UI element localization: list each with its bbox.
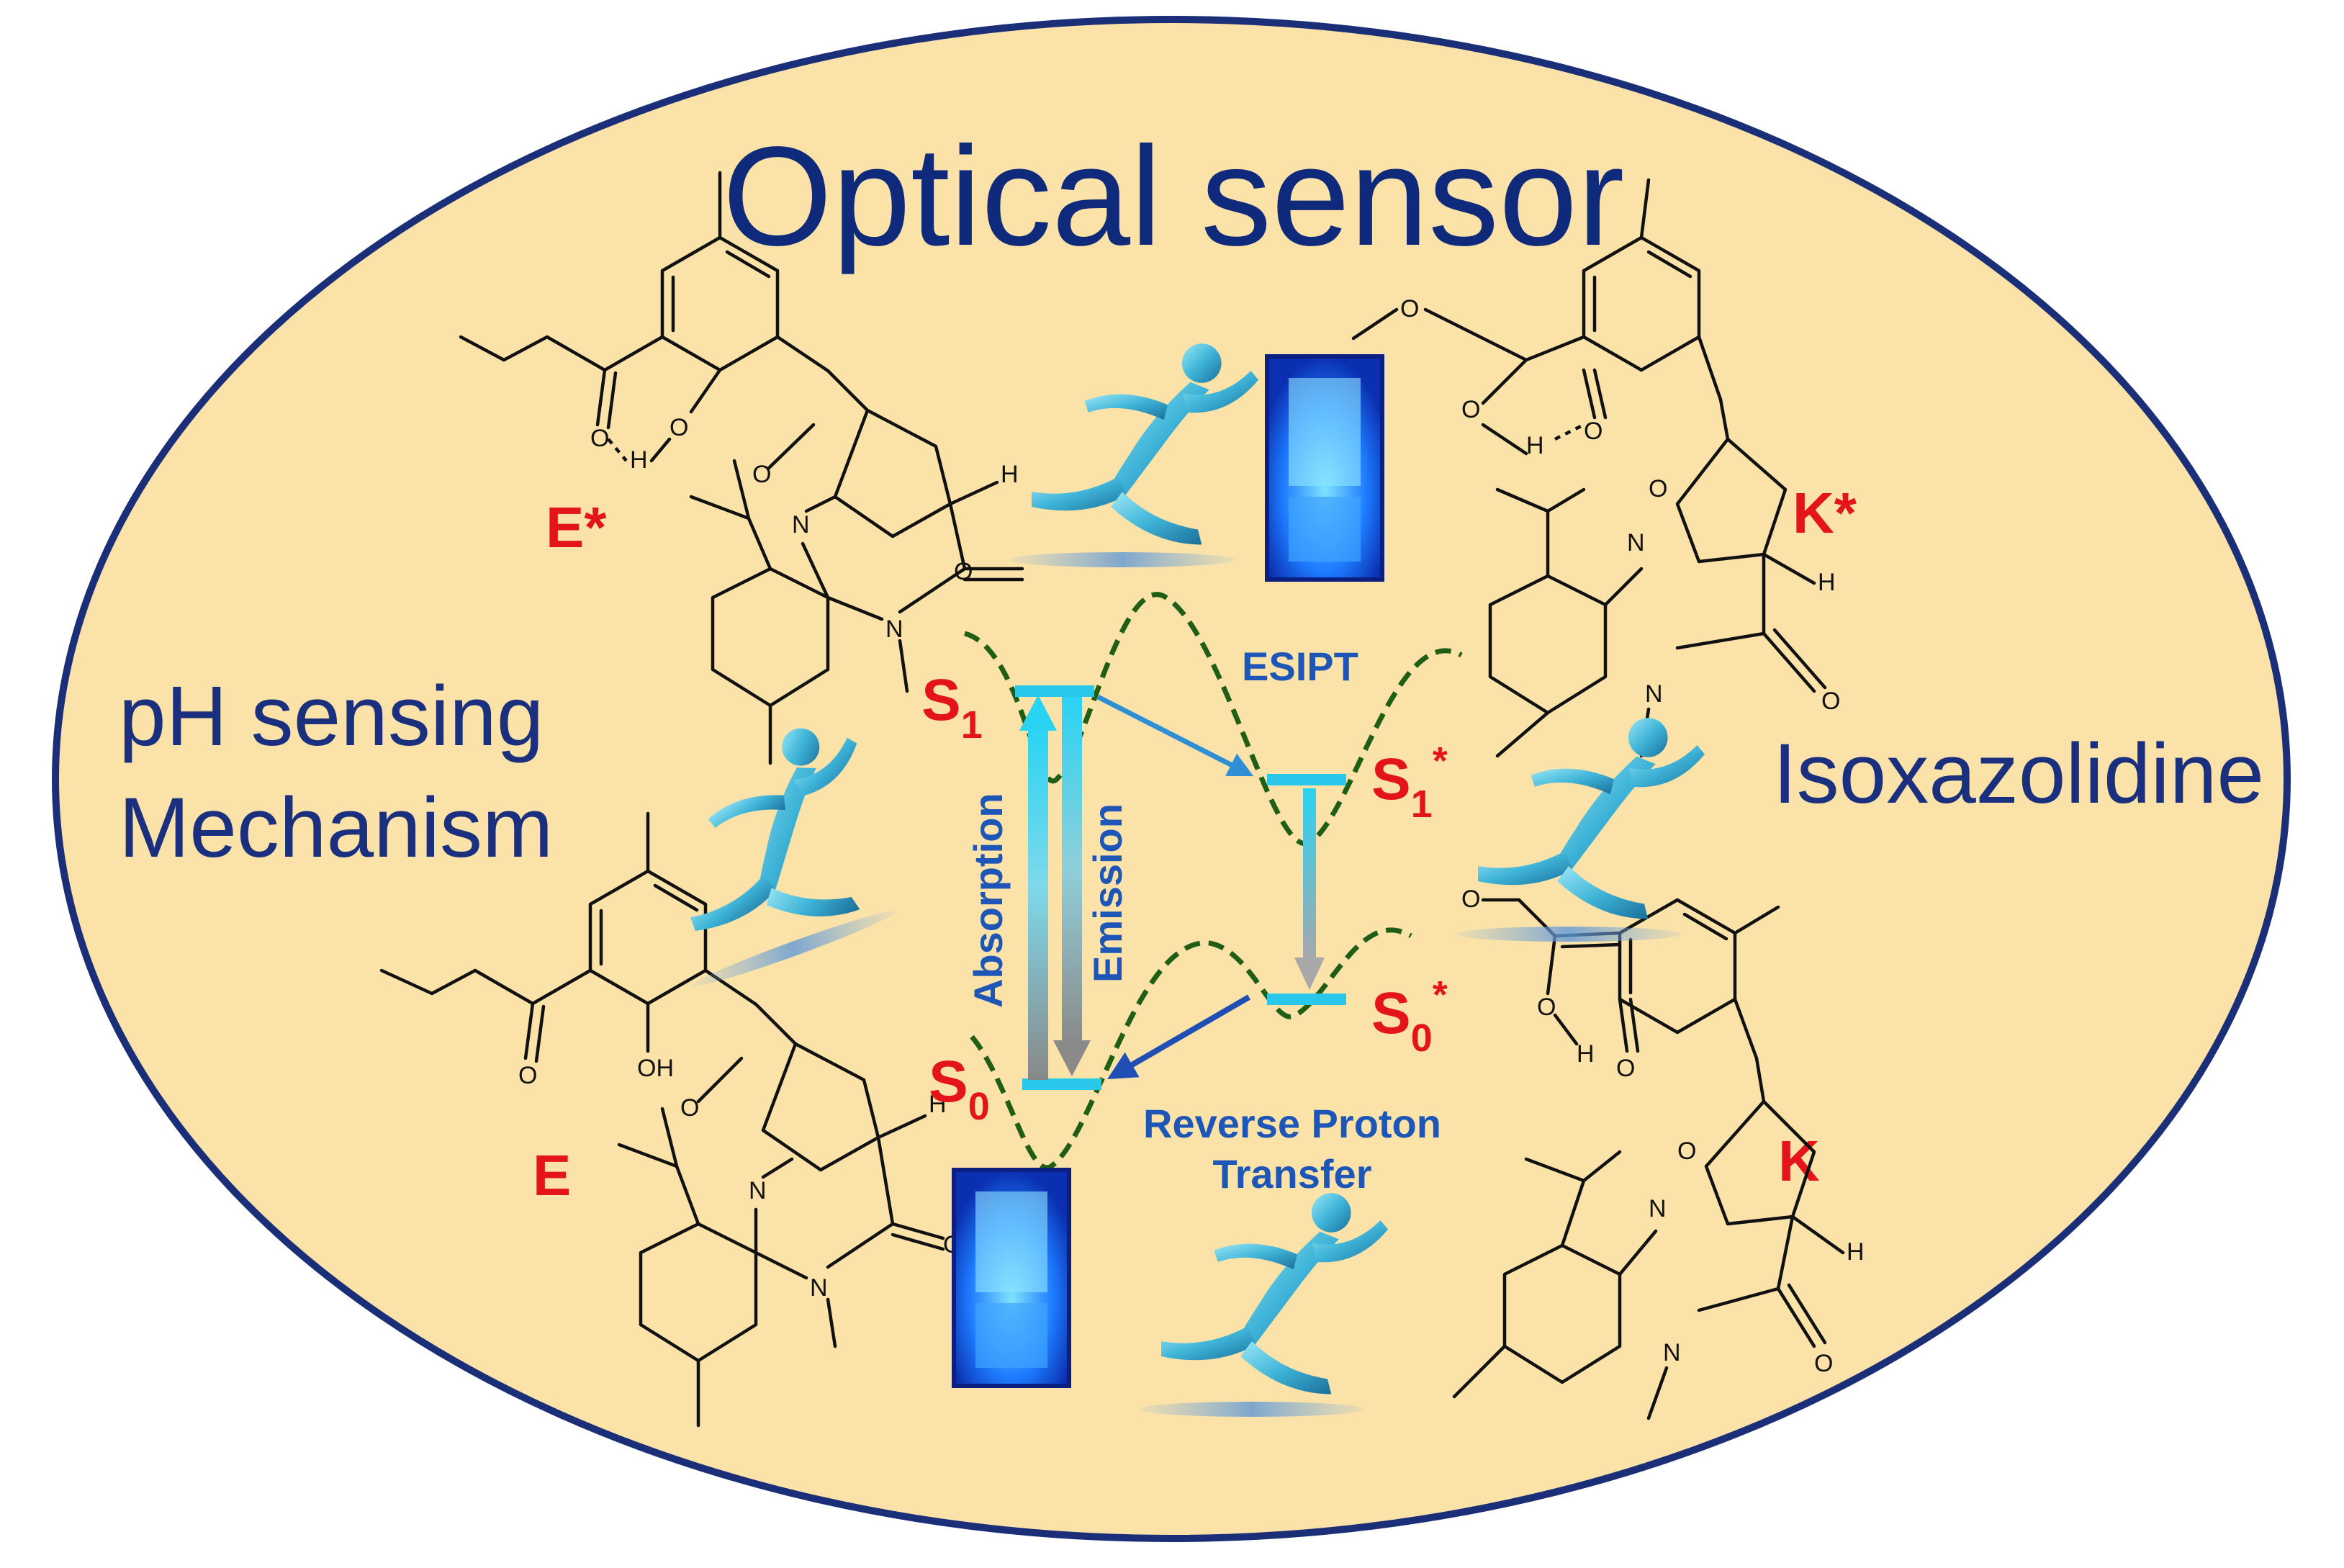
state-main: S [929, 1049, 968, 1114]
atom-label: O [1537, 993, 1556, 1021]
atom-label: N [1663, 1339, 1681, 1366]
absorption-arrowhead [1019, 695, 1057, 731]
atom-label: O [1814, 1350, 1833, 1377]
state-sup: * [1433, 739, 1448, 783]
atom-label: N [885, 616, 903, 643]
atom-label: OH [637, 1055, 674, 1082]
atom-label: O [1677, 1137, 1696, 1165]
page-title: Optical sensor [723, 117, 1625, 275]
atom-label: O [670, 414, 688, 441]
state-main: S [1371, 981, 1411, 1046]
state-main: S [921, 667, 961, 733]
atom-label: H [1818, 569, 1836, 596]
atom-label: O [1821, 688, 1840, 715]
emission-arrow [1062, 697, 1082, 1042]
transfer-label: Transfer [1213, 1151, 1372, 1197]
atom-label: O [680, 1094, 699, 1122]
atom-label: O [1461, 396, 1480, 423]
esipt-arrow [1096, 694, 1254, 777]
relaxation-arrow [1303, 788, 1316, 961]
atom-label: N [749, 1177, 767, 1204]
atom-label: O [1461, 886, 1480, 913]
atom-label: O [590, 425, 609, 452]
atom-label: H [630, 446, 648, 474]
s0-level-bar [1022, 1078, 1101, 1090]
state-label-s1-star: S1* [1371, 739, 1448, 826]
molecule-k-star: O O H O O N H O N [1351, 178, 1840, 758]
atom-label: H [1847, 1238, 1865, 1266]
atom-label: O [1649, 475, 1667, 503]
molecule-e: O OH O N H O N [379, 811, 962, 1428]
reverse-proton-label: Reverse Proton [1143, 1101, 1441, 1146]
state-sub: 1 [961, 703, 983, 747]
fluorescent-cuvette-icon [952, 1168, 1071, 1388]
state-main: S [1371, 747, 1411, 812]
s0-potential-curve [970, 927, 1412, 1171]
molecule-e-star: O H O O N H O N [459, 171, 1024, 765]
atom-label: H [1001, 461, 1019, 488]
atom-label: O [1400, 295, 1419, 323]
atom-label: O [1616, 1055, 1635, 1082]
emission-label: Emission [1085, 803, 1130, 983]
atom-label: N [1649, 1195, 1667, 1222]
atom-label: N [1627, 529, 1645, 557]
species-label-k: K [1778, 1129, 1820, 1193]
emission-arrowhead [1053, 1040, 1091, 1076]
state-sub: 1 [1411, 783, 1433, 826]
s0-star-level-bar [1267, 993, 1346, 1005]
species-label-e-star: E* [546, 495, 607, 559]
reverse-proton-transfer-arrow [1107, 994, 1251, 1080]
atom-label: H [1577, 1040, 1595, 1068]
atom-label: N [1645, 680, 1663, 708]
atom-label: O [954, 558, 973, 585]
atom-label: N [810, 1274, 828, 1302]
atom-label: N [792, 511, 810, 539]
s1-star-level-bar [1267, 774, 1346, 785]
state-sub: 0 [1411, 1017, 1433, 1060]
state-sub: 0 [968, 1085, 990, 1128]
ph-sensing-label: pH sensing [119, 669, 544, 764]
absorption-arrow [1028, 727, 1048, 1080]
atom-label: O [752, 461, 771, 488]
species-label-k-star: K* [1793, 481, 1857, 545]
state-sup: * [1433, 973, 1448, 1017]
s1-level-bar [1015, 685, 1094, 697]
atom-label: O [518, 1062, 537, 1089]
atom-label: O [1584, 418, 1603, 445]
relaxation-arrowhead [1294, 958, 1325, 990]
atom-label: H [929, 1091, 947, 1118]
state-label-s0: S0 [929, 1049, 990, 1128]
state-label-s0-star: S0* [1371, 973, 1448, 1060]
mechanism-label: Mechanism [119, 780, 553, 875]
esipt-label: ESIPT [1242, 644, 1358, 689]
species-label-e: E [533, 1143, 571, 1207]
isoxazolidine-label: Isoxazolidine [1773, 726, 2264, 821]
atom-label: H [1526, 432, 1544, 459]
state-label-s1: S1 [921, 667, 983, 747]
absorption-label: Absorption [965, 793, 1011, 1008]
fluorescent-cuvette-icon [1265, 354, 1384, 582]
